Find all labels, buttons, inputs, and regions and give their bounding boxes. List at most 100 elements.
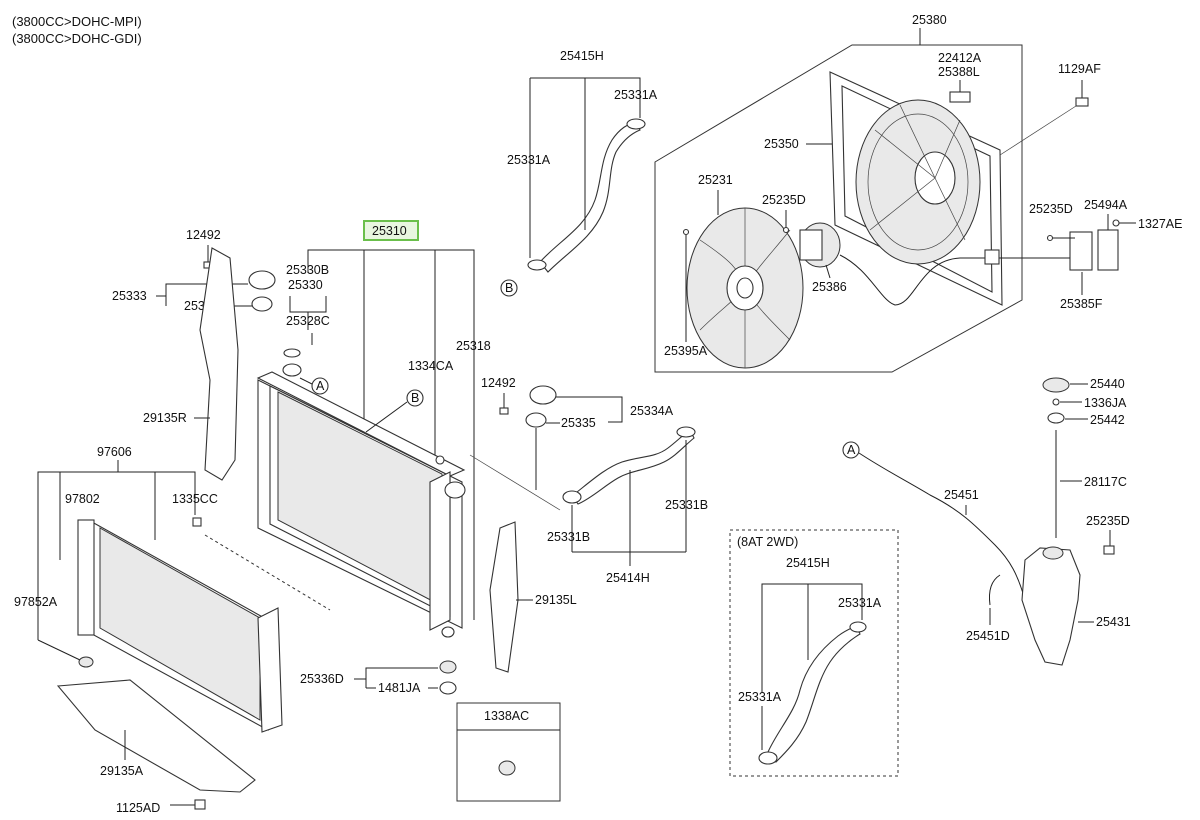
label-25331B-a: 25331B [665,498,708,512]
label-12492-b: 12492 [481,376,516,390]
callout-B-radiator [406,389,424,407]
lower-hose-25414H [571,429,695,505]
label-25451D: 25451D [966,629,1010,643]
callout-B-text-2: B [411,391,419,405]
label-1336JA: 1336JA [1084,396,1127,410]
condenser-core [99,527,261,721]
label-1338AC: 1338AC [484,709,529,723]
label-25334A: 25334A [630,404,674,418]
bracket-29135R [199,247,239,481]
label-25440: 25440 [1090,377,1125,391]
drain-plug-25330 [282,363,302,377]
label-25235D-b: 25235D [1029,202,1073,216]
label-25395A: 25395A [664,344,708,358]
label-1327AE: 1327AE [1138,217,1182,231]
seal-25442 [1047,412,1065,424]
label-25494A: 25494A [1084,198,1128,212]
mount-1481JA [439,681,457,695]
label-25331A-top1: 25331A [614,88,658,102]
clip-1338AC [498,760,516,776]
bolt-1129AF [1075,97,1089,107]
engine-spec-line-1: (3800CC>DOHC-MPI) [12,14,142,29]
fan-shroud-box [654,28,1023,373]
hose-clamp-bottom [527,259,547,271]
label-25318: 25318 [456,339,491,353]
upper-hose-group [527,77,646,273]
callout-A-text: A [316,379,325,393]
label-97802: 97802 [65,492,100,506]
label-28117C: 28117C [1084,475,1127,489]
callout-A-hose [842,441,860,459]
hose-clamp-top [626,118,646,130]
engine-spec-line-2: (3800CC>DOHC-GDI) [12,31,142,46]
label-25386: 25386 [812,280,847,294]
label-25335-b: 25335 [561,416,596,430]
callout-A-radiator [311,377,329,395]
label-1335CC: 1335CC [172,492,218,506]
label-29135R: 29135R [143,411,187,425]
reservoir-cap-25440 [1042,377,1070,393]
receiver-drier-97802 [77,519,95,636]
fan-motor-25386 [799,222,841,268]
label-12492-a: 12492 [186,228,221,242]
splash-shield-29135A [56,679,256,793]
label-25331B-b: 25331B [547,530,590,544]
label-1334CA: 1334CA [408,359,454,373]
label-1129AF: 1129AF [1058,62,1101,76]
label-22412A: 22412A [938,51,982,65]
overflow-hose-25451 [858,452,1026,601]
upper-hose-8AT [767,625,861,763]
option-box-8AT-2WD [729,529,899,777]
label-25330: 25330 [288,278,323,292]
callout-B-text: B [505,281,513,295]
reservoir-cap-25333 [248,270,276,290]
label-1481JA: 1481JA [378,681,421,695]
seal-1336JA [1052,398,1060,406]
label-25350: 25350 [764,137,799,151]
label-25310[interactable]: 25310 [372,224,407,238]
label-25388L: 25388L [938,65,980,79]
label-8AT-2WD: (8AT 2WD) [737,535,798,549]
label-29135L: 29135L [535,593,577,607]
label-25231: 25231 [698,173,733,187]
cooling-fan-25231 [686,207,804,369]
label-25235D-c: 25235D [1086,514,1130,528]
label-97852A: 97852A [14,595,58,609]
label-25331A-top2: 25331A [507,153,551,167]
reservoir-tank-25431 [1021,547,1081,666]
radiator-25310 [256,371,466,638]
callout-B-hose [500,279,518,297]
label-25414H: 25414H [606,571,650,585]
highlight-25310[interactable] [363,220,419,241]
label-25331A-box1: 25331A [838,596,882,610]
label-97606: 97606 [97,445,132,459]
label-25331A-box2: 25331A [738,690,782,704]
o-ring-25328C [283,348,301,358]
label-25330B: 25330B [286,263,329,277]
label-25451: 25451 [944,488,979,502]
label-25431: 25431 [1096,615,1131,629]
seal-25335-b [525,412,547,428]
seal-25335-a [251,296,273,312]
label-25235D-a: 25235D [762,193,806,207]
label-25415H-box: 25415H [786,556,830,570]
label-25380: 25380 [912,13,947,27]
condenser-97606 [77,519,283,733]
upper-hose-part [539,121,641,273]
bolt-25235D-c [1103,545,1115,555]
cap-25334A [529,385,557,405]
box-1338AC [456,702,561,802]
clip-1335CC [192,517,202,527]
label-25442: 25442 [1090,413,1125,427]
label-1125AD: 1125AD [116,801,160,815]
callout-A-text-2: A [847,443,856,457]
bracket-29135L [489,521,519,673]
label-25385F: 25385F [1060,297,1103,311]
label-25415H-top: 25415H [560,49,604,63]
fan-resistor-25385F [1005,229,1119,271]
bolt-1125AD [194,799,206,810]
label-25328C: 25328C [286,314,330,328]
label-25336D: 25336D [300,672,344,686]
